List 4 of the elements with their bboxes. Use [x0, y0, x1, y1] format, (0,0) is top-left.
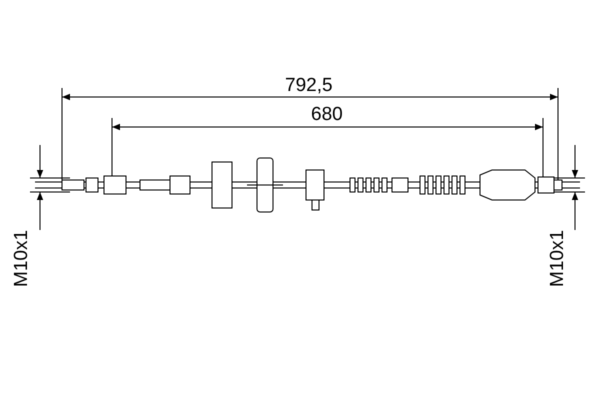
dimension-label: 792,5: [285, 76, 333, 96]
dimension-label: M10x1: [548, 230, 568, 287]
dimension-label: M10x1: [12, 230, 32, 287]
dimension-label: 680: [311, 105, 343, 125]
